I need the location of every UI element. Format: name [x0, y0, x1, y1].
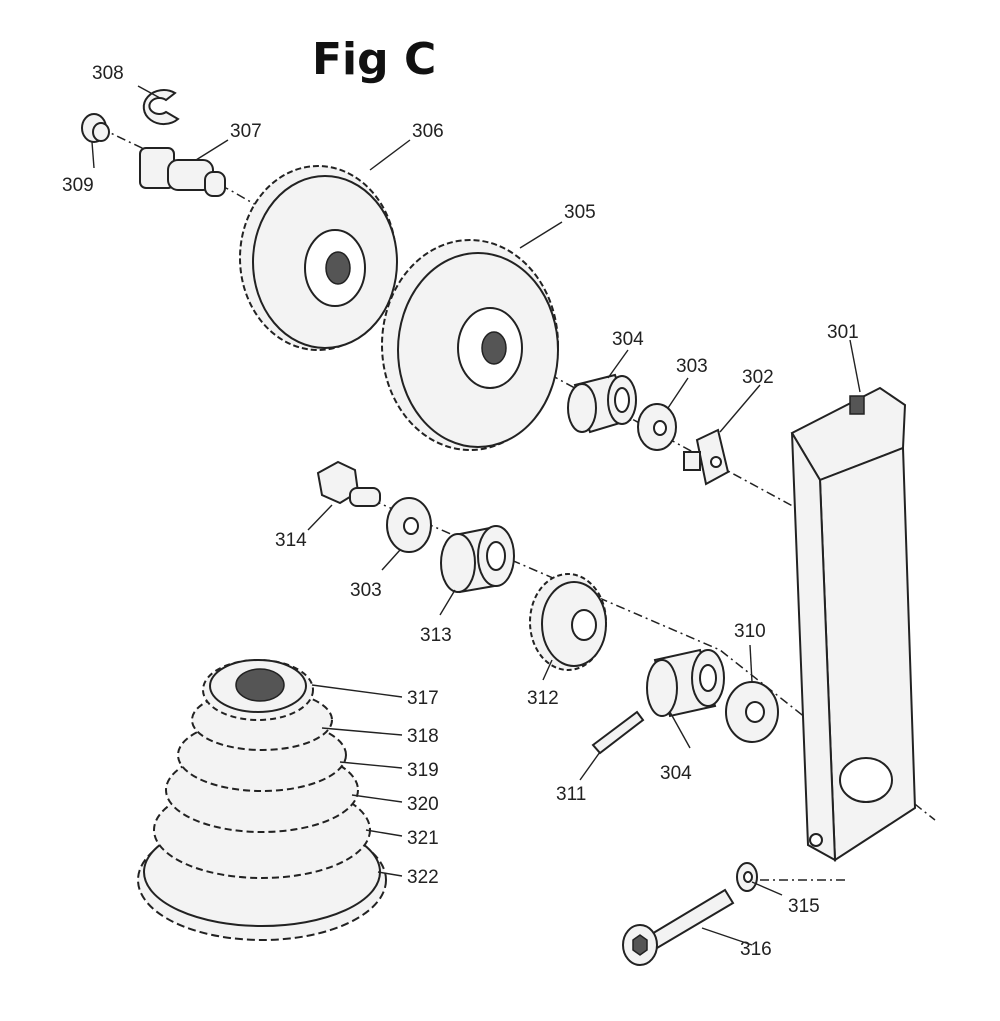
callout-316: 316	[740, 939, 772, 960]
bushing-304-upper	[567, 373, 637, 434]
callout-309: 309	[62, 175, 94, 196]
pin-311	[591, 710, 645, 755]
callout-305: 305	[564, 202, 596, 223]
callout-306: 306	[412, 121, 444, 142]
bushing-304-lower	[646, 648, 725, 718]
callout-304-upper: 304	[612, 329, 644, 350]
leader-lines	[91, 85, 861, 946]
bracket-301	[790, 386, 917, 862]
callout-308: 308	[92, 63, 124, 84]
eclip-308	[142, 89, 180, 126]
gear-306	[239, 165, 398, 351]
nut-309	[81, 113, 110, 143]
callout-319: 319	[407, 760, 439, 781]
washer-303-lower	[386, 497, 432, 553]
callout-304-lower: 304	[660, 763, 692, 784]
callout-321: 321	[407, 828, 439, 849]
washer-310	[725, 681, 779, 743]
callout-301: 301	[827, 322, 859, 343]
spacer-313	[440, 525, 515, 594]
assembly-axes	[99, 127, 936, 881]
callout-307: 307	[230, 121, 262, 142]
callout-303-upper: 303	[676, 356, 708, 377]
callout-313: 313	[420, 625, 452, 646]
gear-305	[381, 239, 559, 451]
callout-322: 322	[407, 867, 439, 888]
washer-315	[736, 862, 758, 892]
callout-303-lower: 303	[350, 580, 382, 601]
gear-312	[529, 573, 607, 671]
callout-317: 317	[407, 688, 439, 709]
stud-shaft-307	[139, 147, 226, 197]
callout-312: 312	[527, 688, 559, 709]
callout-318: 318	[407, 726, 439, 747]
washer-303-upper	[637, 403, 677, 451]
callout-302: 302	[742, 367, 774, 388]
cap-screw-316	[622, 888, 735, 966]
figure-title: Fig C	[312, 34, 436, 85]
tnut-302	[683, 428, 730, 486]
callout-311: 311	[556, 784, 586, 805]
callout-315: 315	[788, 896, 820, 917]
change-gear-stack	[137, 659, 387, 941]
callout-310: 310	[734, 621, 766, 642]
shoulder-bolt-314	[316, 460, 381, 507]
callout-314: 314	[275, 530, 307, 551]
callout-320: 320	[407, 794, 439, 815]
part-callouts: 301 302 303 304 305 306 307 308 309 310 …	[62, 63, 859, 960]
